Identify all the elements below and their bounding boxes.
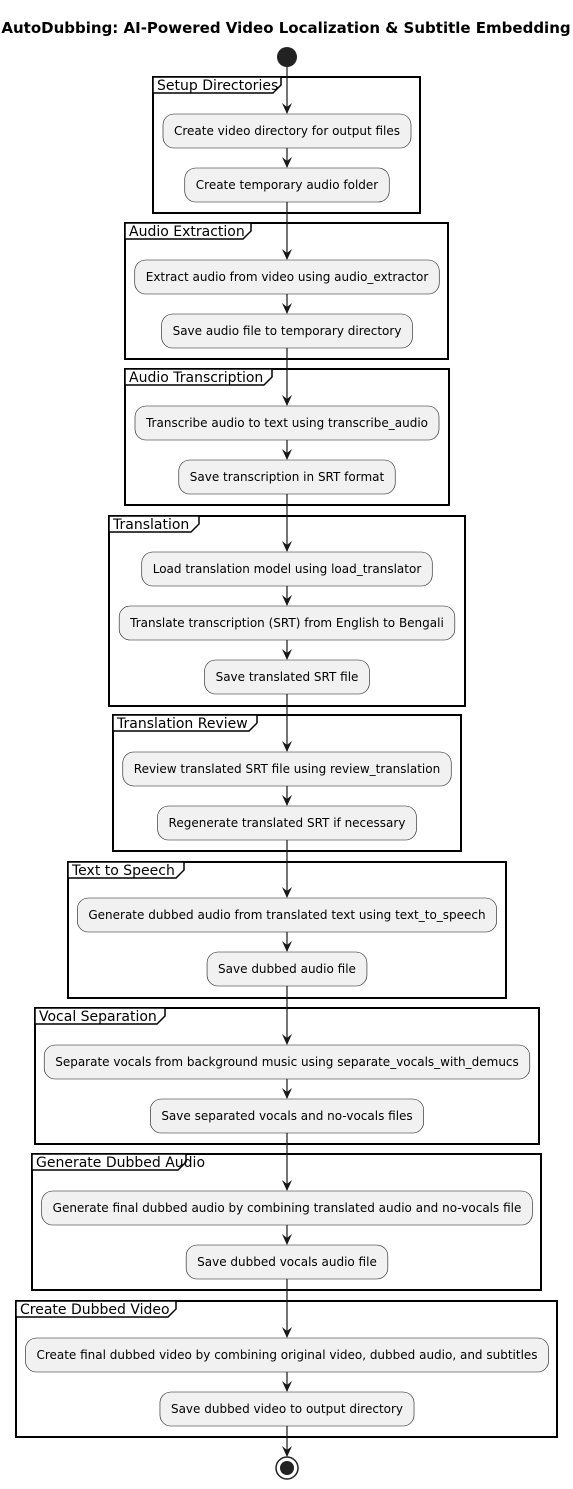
- activity-label: Load translation model using load_transl…: [153, 562, 422, 576]
- group-tab: [31, 1153, 187, 1171]
- arrowhead-icon: [282, 395, 292, 406]
- group-label: Audio Extraction: [129, 224, 245, 240]
- arrowhead-icon: [282, 1327, 292, 1338]
- arrowhead-icon: [282, 887, 292, 898]
- activity-label: Save separated vocals and no-vocals file…: [161, 1109, 412, 1123]
- activity-label: Generate final dubbed audio by combining…: [53, 1201, 522, 1215]
- activity-label: Translate transcription (SRT) from Engli…: [129, 616, 444, 630]
- activity-label: Create final dubbed video by combining o…: [36, 1348, 537, 1362]
- group-label: Audio Transcription: [129, 370, 263, 386]
- activity-label: Save audio file to temporary directory: [173, 324, 402, 338]
- arrowhead-icon: [282, 1381, 292, 1392]
- activity-label: Transcribe audio to text using transcrib…: [145, 416, 428, 430]
- arrowhead-icon: [282, 941, 292, 952]
- group-label: Setup Directories: [157, 78, 278, 94]
- start-node-icon: [277, 47, 297, 67]
- arrowhead-icon: [282, 595, 292, 606]
- arrowhead-icon: [282, 303, 292, 314]
- group-label: Generate Dubbed Audio: [36, 1155, 205, 1171]
- group-label: Vocal Separation: [39, 1009, 157, 1025]
- group-label: Translation: [112, 517, 189, 533]
- diagram-title: AutoDubbing: AI-Powered Video Localizati…: [1, 19, 570, 37]
- group-tab: [108, 515, 200, 533]
- activity-label: Save dubbed vocals audio file: [197, 1255, 377, 1269]
- activity-label: Save dubbed video to output directory: [171, 1402, 403, 1416]
- group-label: Translation Review: [116, 716, 248, 732]
- arrowhead-icon: [282, 1034, 292, 1045]
- arrowhead-icon: [282, 1446, 292, 1457]
- end-node-inner-icon: [280, 1461, 294, 1475]
- arrowhead-icon: [282, 103, 292, 114]
- group-tab: [67, 861, 185, 879]
- activity-label: Save translated SRT file: [216, 670, 359, 684]
- arrowhead-icon: [282, 157, 292, 168]
- arrowhead-icon: [282, 249, 292, 260]
- group-tab: [34, 1007, 166, 1025]
- group-tab: [152, 76, 282, 94]
- end-node-outer-icon: [275, 1456, 299, 1480]
- group-label: Create Dubbed Video: [20, 1302, 170, 1318]
- activity-label: Generate dubbed audio from translated te…: [88, 908, 485, 922]
- activity-label: Extract audio from video using audio_ext…: [146, 270, 429, 284]
- arrowhead-icon: [282, 541, 292, 552]
- arrowhead-icon: [282, 741, 292, 752]
- group-label: Text to Speech: [71, 863, 175, 879]
- activity-label: Save dubbed audio file: [218, 962, 356, 976]
- arrowhead-icon: [282, 1088, 292, 1099]
- activity-label: Save transcription in SRT format: [190, 470, 385, 484]
- activity-label: Create video directory for output files: [174, 124, 400, 138]
- arrowhead-icon: [282, 449, 292, 460]
- arrowhead-icon: [282, 795, 292, 806]
- arrowhead-icon: [282, 1234, 292, 1245]
- group-tab: [15, 1300, 177, 1318]
- arrowhead-icon: [282, 649, 292, 660]
- activity-label: Regenerate translated SRT if necessary: [169, 816, 406, 830]
- activity-label: Review translated SRT file using review_…: [134, 762, 440, 776]
- group-tab: [124, 222, 252, 240]
- arrowhead-icon: [282, 1180, 292, 1191]
- activity-label: Create temporary audio folder: [196, 178, 379, 192]
- group-tab: [112, 714, 258, 732]
- activity-label: Separate vocals from background music us…: [55, 1055, 519, 1069]
- group-tab: [124, 368, 273, 386]
